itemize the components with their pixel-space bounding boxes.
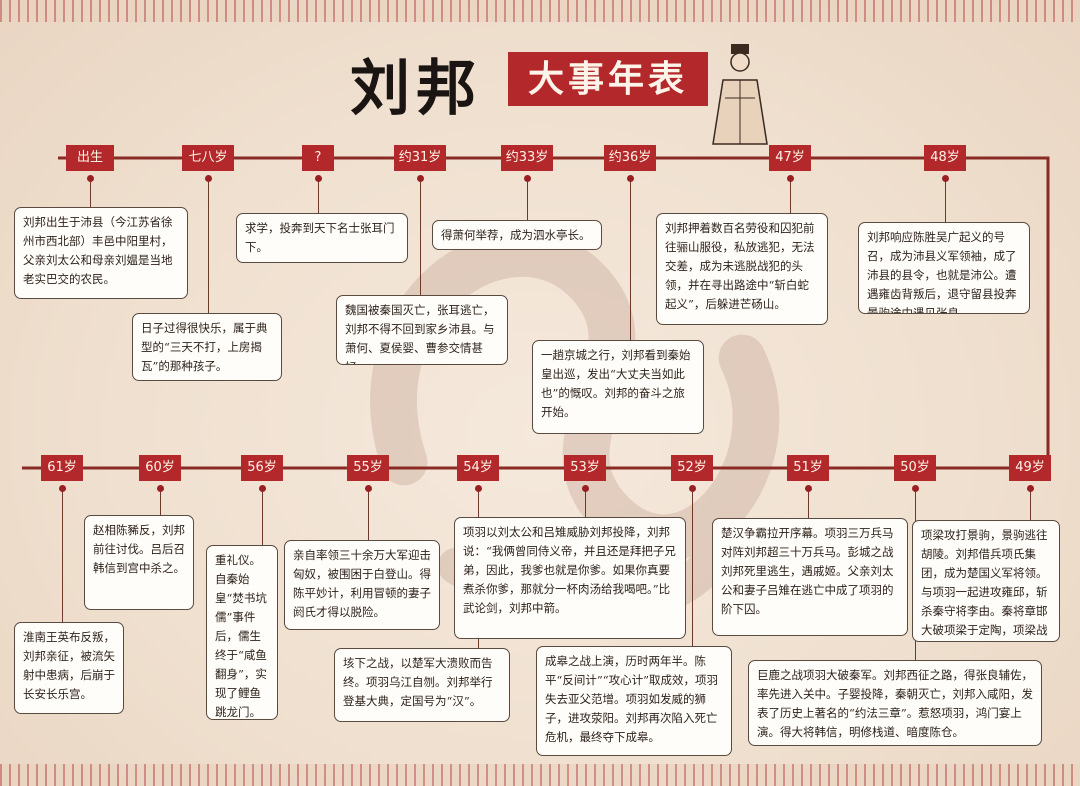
- bottom-event-card-6: 成皋之战上演，历时两年半。陈平“反间计”“攻心计”取成效，项羽失去亚父范增。项羽…: [536, 646, 732, 756]
- top-event-card-3: 魏国被秦国灭亡，张耳逃亡，刘邦不得不回到家乡沛县。与萧何、夏侯婴、曹参交情甚好。: [336, 295, 508, 365]
- bottom-node-dot-1: [156, 485, 164, 492]
- top-connector-4: [527, 182, 528, 220]
- bottom-age-label-1: 60岁: [139, 455, 181, 481]
- top-age-label-0: 出生: [66, 145, 114, 171]
- top-connector-0: [90, 182, 91, 207]
- top-connector-3: [420, 182, 421, 295]
- top-event-card-2: 求学，投奔到天下名士张耳门下。: [236, 213, 408, 263]
- top-age-label-6: 47岁: [769, 145, 811, 171]
- bottom-node-dot-0: [58, 485, 66, 492]
- bottom-event-card-7: 楚汉争霸拉开序幕。项羽三万兵马对阵刘邦超三十万兵马。彭城之战刘邦死里逃生，遇戚姬…: [712, 518, 908, 636]
- bottom-node-dot-8: [911, 485, 919, 492]
- top-node-dot-0: [86, 175, 94, 182]
- top-connector-7: [945, 182, 946, 222]
- top-age-label-3: 约31岁: [394, 145, 446, 171]
- bottom-event-card-4: 垓下之战，以楚军大溃败而告终。项羽乌江自刎。刘邦举行登基大典，定国号为“汉”。: [334, 648, 510, 722]
- bottom-age-label-9: 49岁: [1009, 455, 1051, 481]
- top-age-label-2: ?: [302, 145, 334, 171]
- bottom-age-label-5: 53岁: [564, 455, 606, 481]
- top-age-label-5: 约36岁: [604, 145, 656, 171]
- top-node-dot-1: [204, 175, 212, 182]
- top-event-card-7: 刘邦响应陈胜吴广起义的号召，成为沛县义军领袖，成了沛县的县令，也就是沛公。遭遇雍…: [858, 222, 1030, 314]
- top-connector-1: [208, 182, 209, 313]
- bottom-connector-9: [1030, 492, 1031, 520]
- bottom-age-label-3: 55岁: [347, 455, 389, 481]
- emperor-figure-icon: [712, 44, 768, 145]
- bottom-event-card-8: 巨鹿之战项羽大破秦军。刘邦西征之路，得张良辅佐，率先进入关中。子婴投降，秦朝灭亡…: [748, 660, 1042, 746]
- bottom-node-dot-3: [364, 485, 372, 492]
- top-event-card-6: 刘邦押着数百名劳役和囚犯前往骊山服役，私放逃犯，无法交差，成为未逃脱战犯的头领，…: [656, 213, 828, 325]
- top-node-dot-5: [626, 175, 634, 182]
- top-connector-5: [630, 182, 631, 340]
- bottom-border: [0, 764, 1080, 786]
- bottom-age-label-4: 54岁: [457, 455, 499, 481]
- bottom-event-card-0: 淮南王英布反叛，刘邦亲征，被流矢射中患病，后崩于长安长乐宫。: [14, 622, 124, 714]
- top-node-dot-6: [786, 175, 794, 182]
- bottom-node-dot-4: [474, 485, 482, 492]
- bottom-age-label-0: 61岁: [41, 455, 83, 481]
- top-event-card-4: 得萧何举荐，成为泗水亭长。: [432, 220, 602, 250]
- bottom-node-dot-6: [688, 485, 696, 492]
- bottom-connector-3: [368, 492, 369, 540]
- top-node-dot-4: [523, 175, 531, 182]
- bottom-age-label-2: 56岁: [241, 455, 283, 481]
- bottom-connector-5: [585, 492, 586, 517]
- bottom-event-card-2: 重礼仪。自秦始皇“焚书坑儒”事件后，儒生终于“咸鱼翻身”，实现了鲤鱼跳龙门。: [206, 545, 278, 720]
- top-event-card-1: 日子过得很快乐，属于典型的“三天不打，上房揭瓦”的那种孩子。: [132, 313, 282, 381]
- bottom-age-label-6: 52岁: [671, 455, 713, 481]
- bottom-event-card-9: 项梁攻打景驹，景驹逃往胡陵。刘邦借兵项氏集团，成为楚国义军将领。与项羽一起进攻雍…: [912, 520, 1060, 642]
- top-node-dot-3: [416, 175, 424, 182]
- top-border: [0, 0, 1080, 22]
- bottom-age-label-8: 50岁: [894, 455, 936, 481]
- bottom-node-dot-5: [581, 485, 589, 492]
- top-node-dot-7: [941, 175, 949, 182]
- top-event-card-5: 一趟京城之行，刘邦看到秦始皇出巡，发出“大丈夫当如此也”的慨叹。刘邦的奋斗之旅开…: [532, 340, 704, 434]
- top-age-label-7: 48岁: [924, 145, 966, 171]
- top-node-dot-2: [314, 175, 322, 182]
- top-connector-2: [318, 182, 319, 213]
- bottom-event-card-1: 赵相陈豨反，刘邦前往讨伐。吕后召韩信到宫中杀之。: [84, 515, 194, 610]
- bottom-connector-7: [808, 492, 809, 518]
- bottom-connector-1: [160, 492, 161, 515]
- bottom-event-card-5: 项羽以刘太公和吕雉威胁刘邦投降，刘邦说：“我俩曾同侍义帝，并且还是拜把子兄弟，因…: [454, 517, 686, 639]
- bottom-age-label-7: 51岁: [787, 455, 829, 481]
- top-connector-6: [790, 182, 791, 213]
- title-banner: 大事年表: [508, 52, 708, 106]
- top-event-card-0: 刘邦出生于沛县（今江苏省徐州市西北部）丰邑中阳里村，父亲刘太公和母亲刘媪是当地老…: [14, 207, 188, 299]
- bottom-node-dot-2: [258, 485, 266, 492]
- bottom-node-dot-7: [804, 485, 812, 492]
- bottom-connector-6: [692, 492, 693, 646]
- top-age-label-4: 约33岁: [501, 145, 553, 171]
- bottom-event-card-3: 亲自率领三十余万大军迎击匈奴，被围困于白登山。得陈平妙计，利用冒顿的妻子阏氏才得…: [284, 540, 440, 630]
- bottom-connector-0: [62, 492, 63, 622]
- bottom-node-dot-9: [1026, 485, 1034, 492]
- page-title: 刘邦: [350, 54, 482, 124]
- top-age-label-1: 七八岁: [182, 145, 234, 171]
- bottom-connector-2: [262, 492, 263, 545]
